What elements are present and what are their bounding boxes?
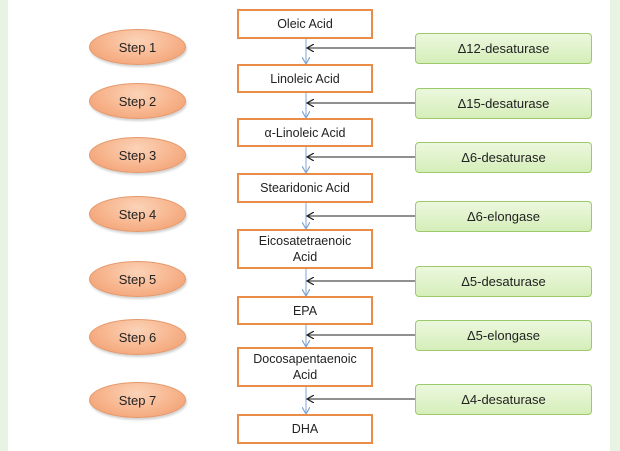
- step-2-oval: Step 2: [89, 83, 186, 119]
- acid-epa: EPA: [237, 296, 373, 325]
- acid-dha: DHA: [237, 414, 373, 444]
- acid-eicosatetraenoic: Eicosatetraenoic Acid: [237, 229, 373, 269]
- acid-oleic: Oleic Acid: [237, 9, 373, 39]
- acid-linoleic: Linoleic Acid: [237, 64, 373, 93]
- enzyme-d4-desaturase: Δ4-desaturase: [415, 384, 592, 415]
- enzyme-d5-desaturase: Δ5-desaturase: [415, 266, 592, 297]
- enzyme-d6-elongase: Δ6-elongase: [415, 201, 592, 232]
- step-1-oval: Step 1: [89, 29, 186, 65]
- step-4-oval: Step 4: [89, 196, 186, 232]
- acid-docosapentaenoic: Docosapentaenoic Acid: [237, 347, 373, 387]
- enzyme-d12-desaturase: Δ12-desaturase: [415, 33, 592, 64]
- acid-stearidonic: Stearidonic Acid: [237, 173, 373, 203]
- acid-alpha-linoleic: α-Linoleic Acid: [237, 118, 373, 147]
- enzyme-d15-desaturase: Δ15-desaturase: [415, 88, 592, 119]
- step-5-oval: Step 5: [89, 261, 186, 297]
- enzyme-d5-elongase: Δ5-elongase: [415, 320, 592, 351]
- step-6-oval: Step 6: [89, 319, 186, 355]
- step-3-oval: Step 3: [89, 137, 186, 173]
- step-7-oval: Step 7: [89, 382, 186, 418]
- enzyme-d6-desaturase: Δ6-desaturase: [415, 142, 592, 173]
